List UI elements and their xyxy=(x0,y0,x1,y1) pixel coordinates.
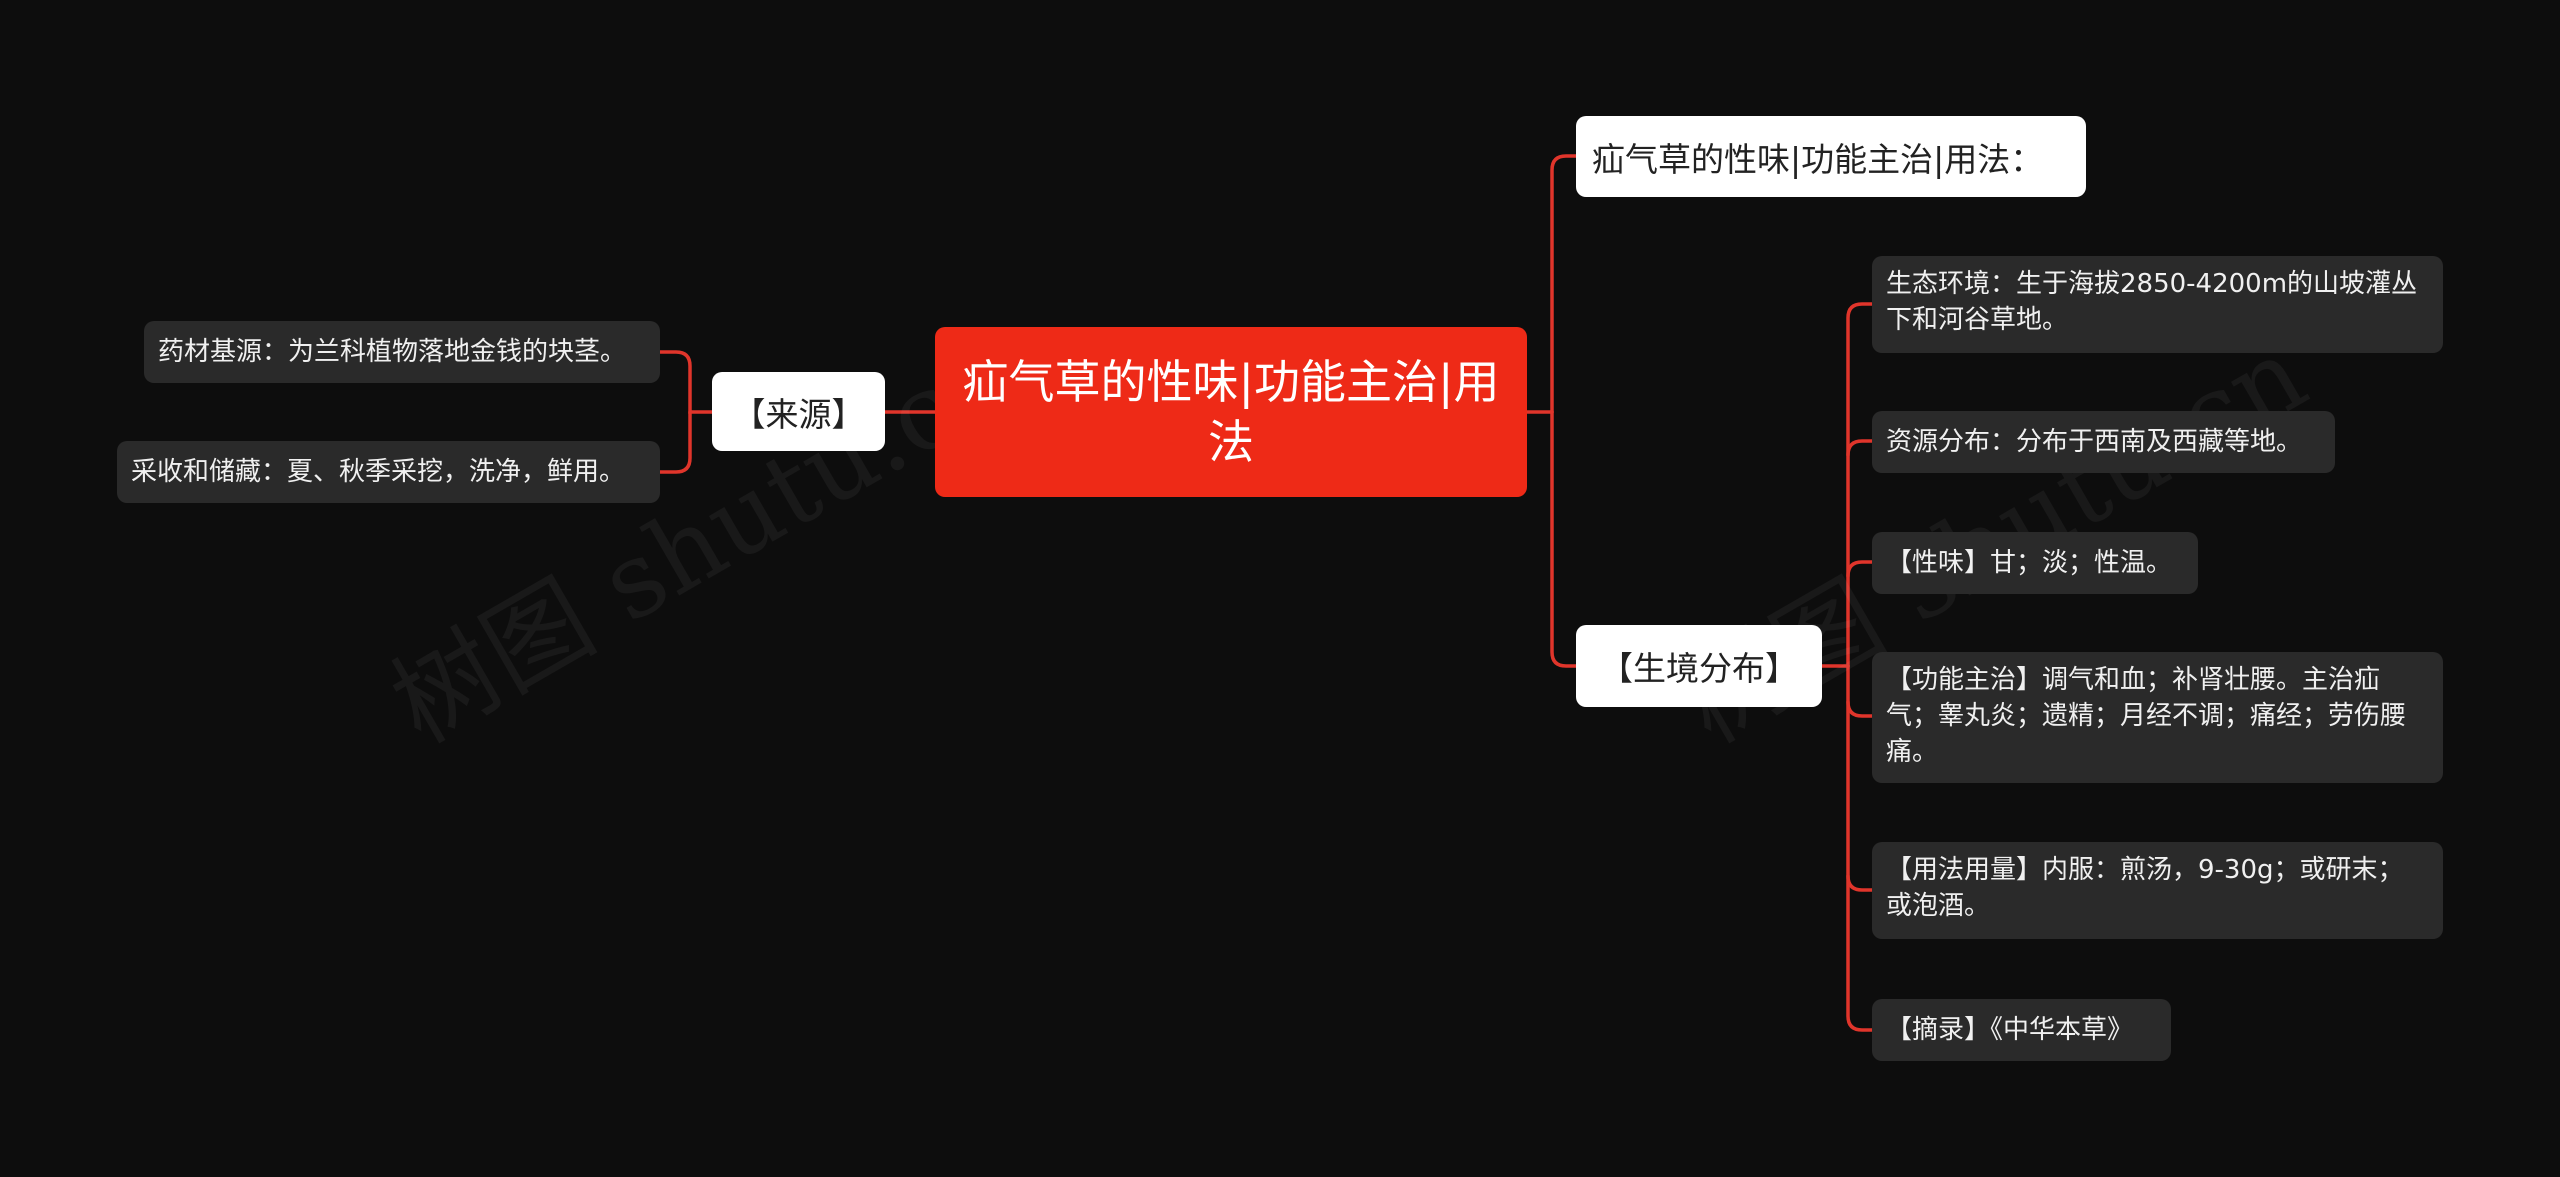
leaf-node-habitat-6-text: 【摘录】《中华本草》 xyxy=(1886,1015,2134,1045)
connector-left-leaf-1 xyxy=(658,350,714,414)
branch-node-source-label: 【来源】 xyxy=(732,394,865,434)
connector-habitat-leaf-6 xyxy=(1846,874,1874,1032)
connector-right-branch-2 xyxy=(1550,410,1578,668)
leaf-node-habitat-3-text: 【性味】甘；淡；性温。 xyxy=(1886,548,2173,578)
leaf-node-habitat-6[interactable]: 【摘录】《中华本草》 xyxy=(1872,999,2171,1061)
leaf-node-habitat-5[interactable]: 【用法用量】内服：煎汤，9-30g；或研末；或泡酒。 xyxy=(1872,842,2443,939)
connector-habitat-leaf-2 xyxy=(1846,439,1874,457)
leaf-node-habitat-2-text: 资源分布：分布于西南及西藏等地。 xyxy=(1886,427,2303,457)
leaf-node-source-1[interactable]: 药材基源：为兰科植物落地金钱的块茎。 xyxy=(144,321,660,383)
leaf-node-source-2-text: 采收和储藏：夏、秋季采挖，洗净，鲜用。 xyxy=(131,457,626,487)
connector-left-leaf-2 xyxy=(658,410,692,474)
connector-habitat-leaf-3 xyxy=(1846,560,1874,578)
leaf-node-habitat-4[interactable]: 【功能主治】调气和血；补肾壮腰。主治疝气；睾丸炎；遗精；月经不调；痛经；劳伤腰痛… xyxy=(1872,652,2443,783)
branch-node-source[interactable]: 【来源】 xyxy=(712,372,885,451)
leaf-node-habitat-2[interactable]: 资源分布：分布于西南及西藏等地。 xyxy=(1872,411,2335,473)
branch-node-habitat[interactable]: 【生境分布】 xyxy=(1576,625,1822,707)
branch-node-habitat-label: 【生境分布】 xyxy=(1600,649,1798,688)
leaf-node-source-2[interactable]: 采收和储藏：夏、秋季采挖，洗净，鲜用。 xyxy=(117,441,660,503)
connector-habitat-leaf-5 xyxy=(1846,700,1874,892)
leaf-node-habitat-3[interactable]: 【性味】甘；淡；性温。 xyxy=(1872,532,2198,594)
connector-right-branch-1 xyxy=(1550,154,1578,414)
leaf-node-habitat-5-text: 【用法用量】内服：煎汤，9-30g；或研末；或泡酒。 xyxy=(1886,855,2404,921)
root-node-label: 疝气草的性味|功能主治|用法 xyxy=(962,355,1500,469)
connector-habitat-leaf-4 xyxy=(1846,664,1874,718)
leaf-node-habitat-1-text: 生态环境：生于海拔2850-4200m的山坡灌丛下和河谷草地。 xyxy=(1886,269,2418,335)
connector-habitat-leaf-1 xyxy=(1846,302,1874,668)
leaf-node-source-1-text: 药材基源：为兰科植物落地金钱的块茎。 xyxy=(158,337,627,367)
root-node[interactable]: 疝气草的性味|功能主治|用法 xyxy=(935,327,1527,497)
leaf-node-habitat-4-text: 【功能主治】调气和血；补肾壮腰。主治疝气；睾丸炎；遗精；月经不调；痛经；劳伤腰痛… xyxy=(1886,665,2407,767)
branch-node-title-label: 疝气草的性味|功能主治|用法： xyxy=(1592,139,2044,179)
leaf-node-habitat-1[interactable]: 生态环境：生于海拔2850-4200m的山坡灌丛下和河谷草地。 xyxy=(1872,256,2443,353)
branch-node-title[interactable]: 疝气草的性味|功能主治|用法： xyxy=(1576,116,2086,197)
